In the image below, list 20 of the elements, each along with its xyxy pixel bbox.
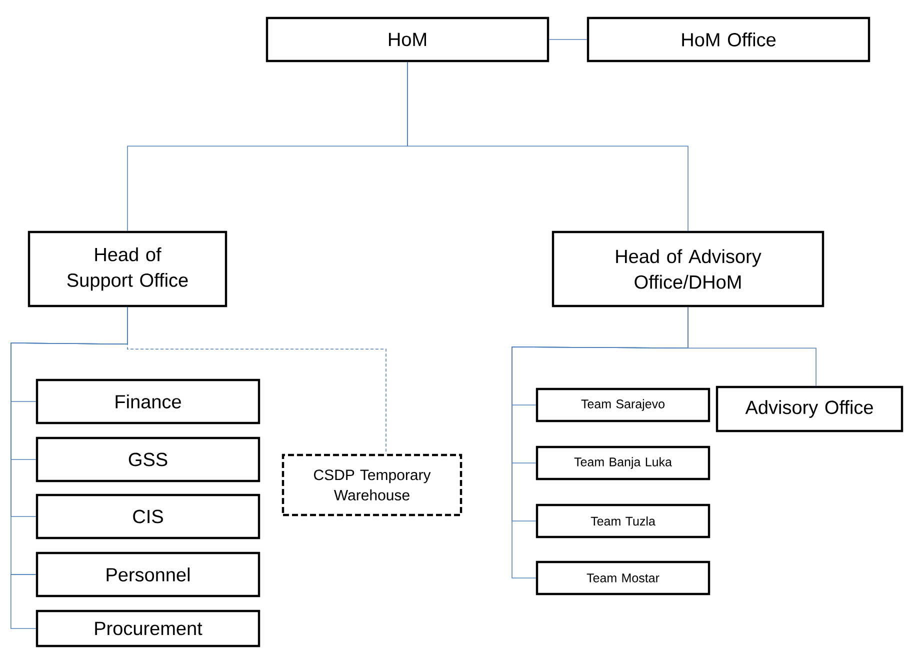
org-box: Procurement [36, 610, 260, 648]
org-box: CIS [36, 494, 260, 540]
connector-line [10, 574, 36, 629]
org-box: Team Banja Luka [536, 446, 710, 480]
org-box: GSS [36, 436, 260, 482]
org-box: CSDP Temporary Warehouse [282, 454, 462, 516]
org-box: Finance [36, 378, 260, 424]
org-box: Personnel [36, 552, 260, 598]
org-box: Team Tuzla [536, 504, 710, 538]
connector-line [127, 306, 386, 454]
org-box: Head of Support Office [28, 230, 228, 308]
org-box: HoM Office [586, 16, 870, 62]
org-box: Team Sarajevo [536, 388, 710, 422]
org-box: Head of Advisory Office/DHoM [552, 230, 824, 308]
org-box: HoM [266, 16, 550, 62]
connector-line [688, 306, 816, 386]
org-box: Team Mostar [536, 560, 710, 596]
org-box: Advisory Office [716, 386, 904, 432]
connector-line [407, 62, 688, 232]
connector-line [548, 39, 588, 40]
